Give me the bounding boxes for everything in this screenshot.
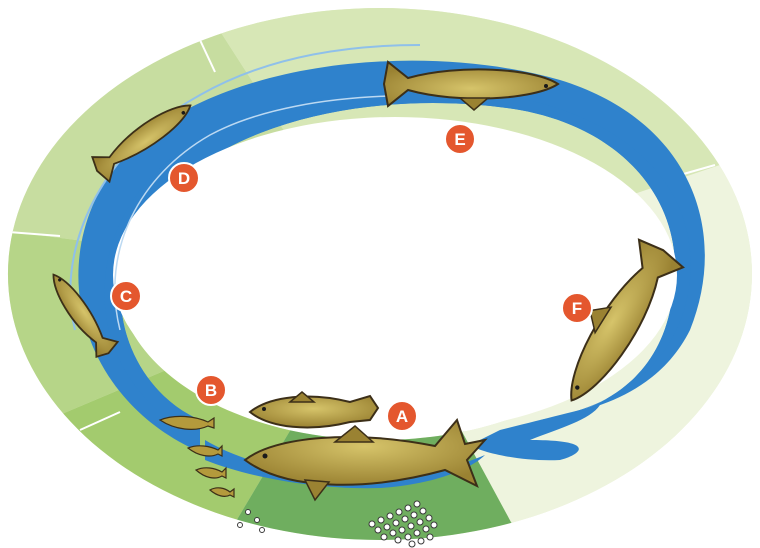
stage-marker-d: D xyxy=(169,163,199,193)
stage-marker-b: B xyxy=(196,375,226,405)
stage-label-f: F xyxy=(572,299,582,318)
stage-label-d: D xyxy=(178,169,190,188)
stage-label-b: B xyxy=(205,381,217,400)
stage-label-a: A xyxy=(396,407,408,426)
stage-marker-a: A xyxy=(387,401,417,431)
stage-marker-f: F xyxy=(562,293,592,323)
stage-marker-e: E xyxy=(445,124,475,154)
stage-label-c: C xyxy=(120,287,132,306)
stage-marker-c: C xyxy=(111,281,141,311)
stage-label-e: E xyxy=(454,130,465,149)
